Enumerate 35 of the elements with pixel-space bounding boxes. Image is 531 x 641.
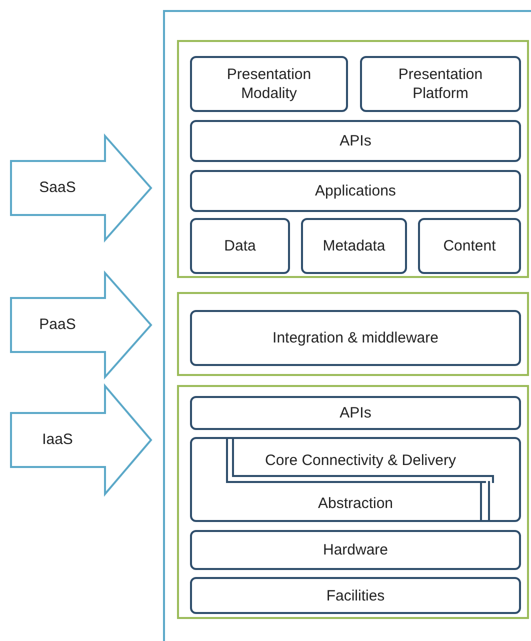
layer-box [418,218,521,274]
layer-label: Hardware [322,540,390,560]
layer-label: Metadata [322,236,386,256]
layer-label: Data [223,236,257,256]
layer-label: Presentation Modality [226,65,312,103]
layer-box [190,120,521,162]
layer-label: Abstraction [316,494,394,513]
layer-box [190,170,521,212]
layer-box [190,396,521,430]
layer-label: Applications [314,182,397,200]
layer-box [190,56,348,112]
arrow-shape [10,135,152,241]
arrow-shape [10,272,152,378]
layer-group-frame [177,292,529,376]
layer-box [360,56,521,112]
layer-box [190,577,521,614]
layer-label: Presentation Platform [397,65,484,103]
layer-box [190,530,521,570]
layer-box [190,437,521,522]
layer-box [190,218,290,274]
layer-label: Facilities [325,586,386,605]
service-label: SaaS [38,178,77,197]
service-label: PaaS [38,315,77,334]
layer-label: APIs [338,404,372,422]
service-label: IaaS [41,430,74,449]
layer-group-frame [177,40,529,278]
layer-label: Integration & middleware [272,328,440,348]
stack-frame [163,10,531,641]
layer-group-frame [177,385,529,619]
layer-box [301,218,407,274]
layer-label: APIs [338,132,372,150]
arrow-shape [10,385,152,495]
layer-box [190,310,521,366]
layer-label: Content [442,236,497,256]
layer-label: Core Connectivity & Delivery [264,451,457,470]
